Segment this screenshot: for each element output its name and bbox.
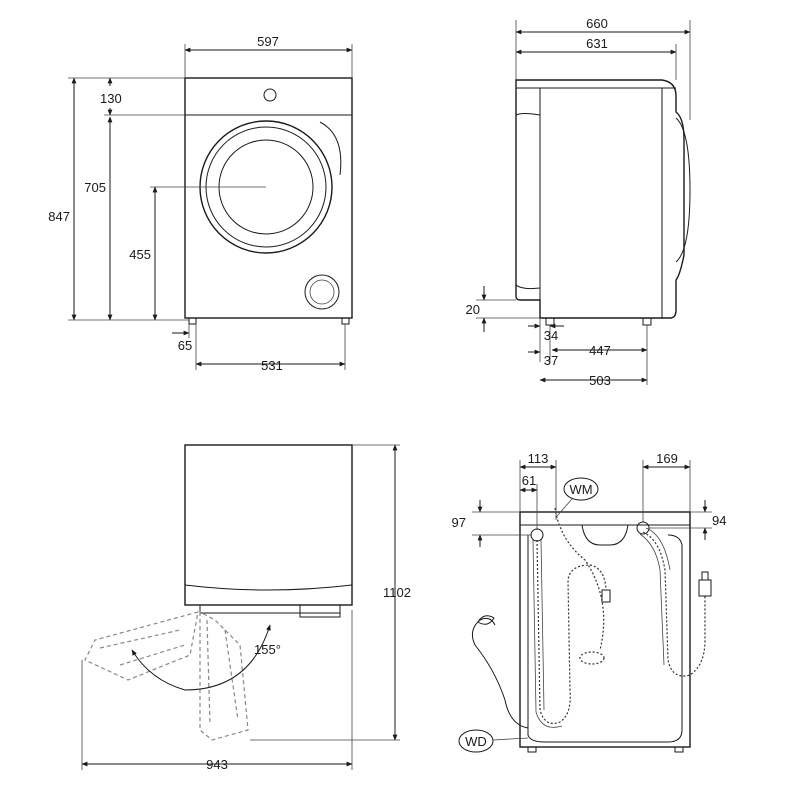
swing-angle-label: 155° xyxy=(254,642,281,657)
front-foot-right xyxy=(341,317,350,325)
swing-body-outline xyxy=(184,444,353,606)
side-view: 660 631 20 34 37 447 503 xyxy=(466,16,691,388)
rear-drain-outlet xyxy=(579,651,605,665)
rear-inlet-port xyxy=(530,528,544,542)
swing-angle-arc xyxy=(131,624,271,691)
wm-callout-label: WM xyxy=(569,482,592,497)
wd-callout-bubble xyxy=(458,729,494,753)
dim-label-130: 130 xyxy=(100,91,122,106)
dim-label-503: 503 xyxy=(589,373,611,388)
wd-callout-leader xyxy=(492,737,529,741)
dim-label-455: 455 xyxy=(129,247,151,262)
rear-panel-inner xyxy=(527,534,683,743)
swing-open-door-inner xyxy=(206,619,239,726)
rear-foot-left xyxy=(527,746,537,753)
rear-top-cutout xyxy=(520,524,690,546)
side-rear-hose-bulge xyxy=(515,113,541,290)
swing-plinth xyxy=(199,604,341,614)
dim-label-1102: 1102 xyxy=(383,585,411,600)
rear-power-cable xyxy=(471,617,529,729)
side-foot-rear xyxy=(545,317,555,326)
wm-callout-bubble xyxy=(563,477,599,501)
rear-body-outline xyxy=(519,511,691,748)
dim-label-705: 705 xyxy=(84,180,106,195)
front-filter-inner xyxy=(309,279,335,305)
rear-power-plug xyxy=(477,615,495,625)
side-foot-front xyxy=(642,317,652,326)
dim-label-531: 531 xyxy=(261,358,283,373)
dim-label-447: 447 xyxy=(589,343,611,358)
dim-label-631: 631 xyxy=(586,36,608,51)
rear-drain-hose xyxy=(536,539,607,725)
rear-inlet-hose xyxy=(642,531,706,677)
dim-label-113: 113 xyxy=(528,451,549,466)
dim-label-37: 37 xyxy=(544,353,558,368)
dim-label-34: 34 xyxy=(544,328,558,343)
rear-inlet-hose-outline xyxy=(639,527,671,666)
front-foot-left xyxy=(188,317,197,325)
swing-door-rotated-inner xyxy=(99,629,186,666)
dim-label-169: 169 xyxy=(656,451,678,466)
rear-foot-right xyxy=(674,746,684,753)
front-body-outline xyxy=(184,77,353,319)
wd-callout-label: WD xyxy=(465,734,487,749)
swing-plinth-cap xyxy=(299,604,341,618)
rear-drain-clip xyxy=(601,589,611,603)
dim-label-20: 20 xyxy=(466,302,480,317)
front-program-knob xyxy=(263,88,277,102)
dim-label-847: 847 xyxy=(48,209,70,224)
door-swing-view: 155° 1102 943 xyxy=(81,444,411,772)
side-body-outline xyxy=(515,79,685,319)
rear-view: WM WD 113 61 169 97 94 xyxy=(452,451,726,753)
dim-label-61: 61 xyxy=(522,473,536,488)
dim-label-97: 97 xyxy=(452,515,466,530)
front-filter-cap xyxy=(304,274,340,310)
rear-drain-path xyxy=(554,507,605,651)
dim-label-94: 94 xyxy=(712,513,726,528)
rear-inlet-fitting-cap xyxy=(701,571,709,581)
swing-base xyxy=(184,584,353,591)
dim-label-65: 65 xyxy=(178,338,192,353)
rear-inlet-fitting xyxy=(698,579,712,597)
dim-label-943: 943 xyxy=(206,757,228,772)
dim-label-597: 597 xyxy=(257,34,279,49)
dim-label-660: 660 xyxy=(586,16,608,31)
wm-callout-leader xyxy=(556,498,573,517)
side-door-profile xyxy=(675,117,691,263)
swing-open-door xyxy=(199,611,249,741)
front-view: 597 847 130 705 455 65 531 xyxy=(48,34,353,373)
rear-drain-hose-outline xyxy=(532,539,563,728)
front-door-hinge-bulge xyxy=(319,121,342,176)
